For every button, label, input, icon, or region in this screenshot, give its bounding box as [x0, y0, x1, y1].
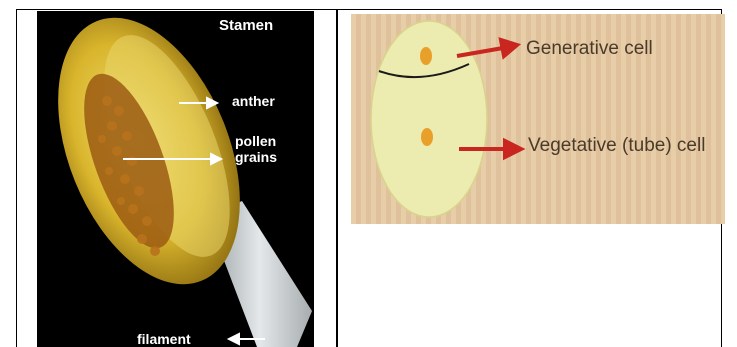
anther-label: anther — [232, 93, 275, 109]
filament-label: filament — [137, 331, 191, 347]
pollen-grain-photo: Generative cell Vegetative (tube) cell — [351, 14, 725, 224]
pollen-grains-label: pollen grains — [235, 133, 277, 165]
vegetative-nucleus — [421, 128, 433, 146]
stamen-photo: Stamen anther pollen grains filament — [37, 11, 314, 347]
stamen-illustration — [37, 11, 314, 347]
pollen-label-line2: grains — [235, 149, 277, 165]
vegetative-cell-label: Vegetative (tube) cell — [528, 135, 705, 157]
stamen-title: Stamen — [219, 17, 273, 34]
pollen-label-line1: pollen — [235, 133, 277, 149]
generative-nucleus — [420, 47, 432, 65]
column-divider — [336, 9, 338, 347]
generative-cell-label: Generative cell — [526, 38, 653, 60]
